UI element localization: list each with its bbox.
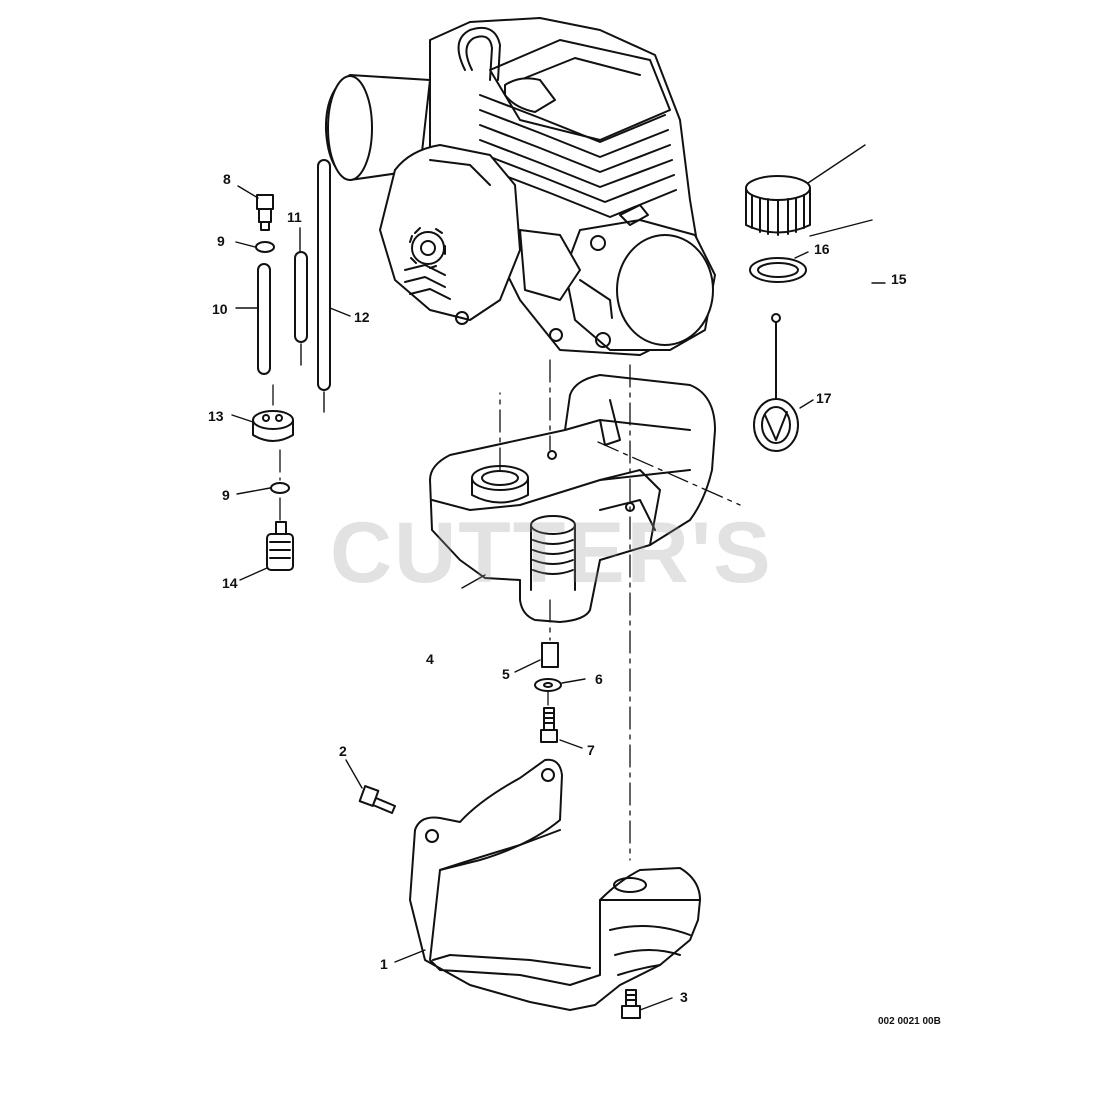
callout-12: 12 [354, 309, 370, 325]
callout-13: 13 [208, 408, 224, 424]
fuel-tank [429, 374, 716, 623]
callout-10: 10 [212, 301, 228, 317]
bolt-part-3 [621, 989, 641, 1019]
grommet-part-9a [255, 241, 275, 253]
drawing-number: 002 0021 00B [878, 1016, 941, 1027]
fuel-tube-part-10 [257, 263, 271, 375]
callout-5: 5 [502, 666, 510, 682]
callout-9-lower: 9 [222, 487, 230, 503]
callout-14: 14 [222, 575, 238, 591]
bolt-part-2 [358, 785, 396, 814]
callout-4: 4 [426, 651, 434, 667]
engine-assembly [324, 17, 716, 356]
assembly-lines [272, 359, 741, 861]
callout-15: 15 [891, 271, 907, 287]
collar-part-5 [541, 642, 559, 668]
washer-part-6 [534, 678, 562, 692]
grommet-part-9b [270, 482, 290, 494]
fuel-tube-part-11 [294, 251, 308, 343]
support-frame [409, 758, 701, 1011]
fuel-filter-part-14 [266, 521, 294, 571]
fuel-cap-part-15 [745, 175, 811, 236]
callout-1: 1 [380, 956, 388, 972]
gasket-part-16 [749, 257, 807, 283]
leader-lines [231, 144, 886, 1011]
grommet-part-13 [252, 410, 294, 442]
bolt-part-7 [540, 707, 558, 743]
callout-7: 7 [587, 742, 595, 758]
callout-6: 6 [595, 671, 603, 687]
callout-9-upper: 9 [217, 233, 225, 249]
cap-retainer-part-17 [753, 313, 799, 452]
callout-2: 2 [339, 743, 347, 759]
callout-8: 8 [223, 171, 231, 187]
callout-3: 3 [680, 989, 688, 1005]
callout-17: 17 [816, 390, 832, 406]
fuel-tube-part-12 [317, 159, 331, 391]
callout-16: 16 [814, 241, 830, 257]
fitting-part-8 [256, 194, 274, 231]
callout-11: 11 [287, 209, 302, 225]
